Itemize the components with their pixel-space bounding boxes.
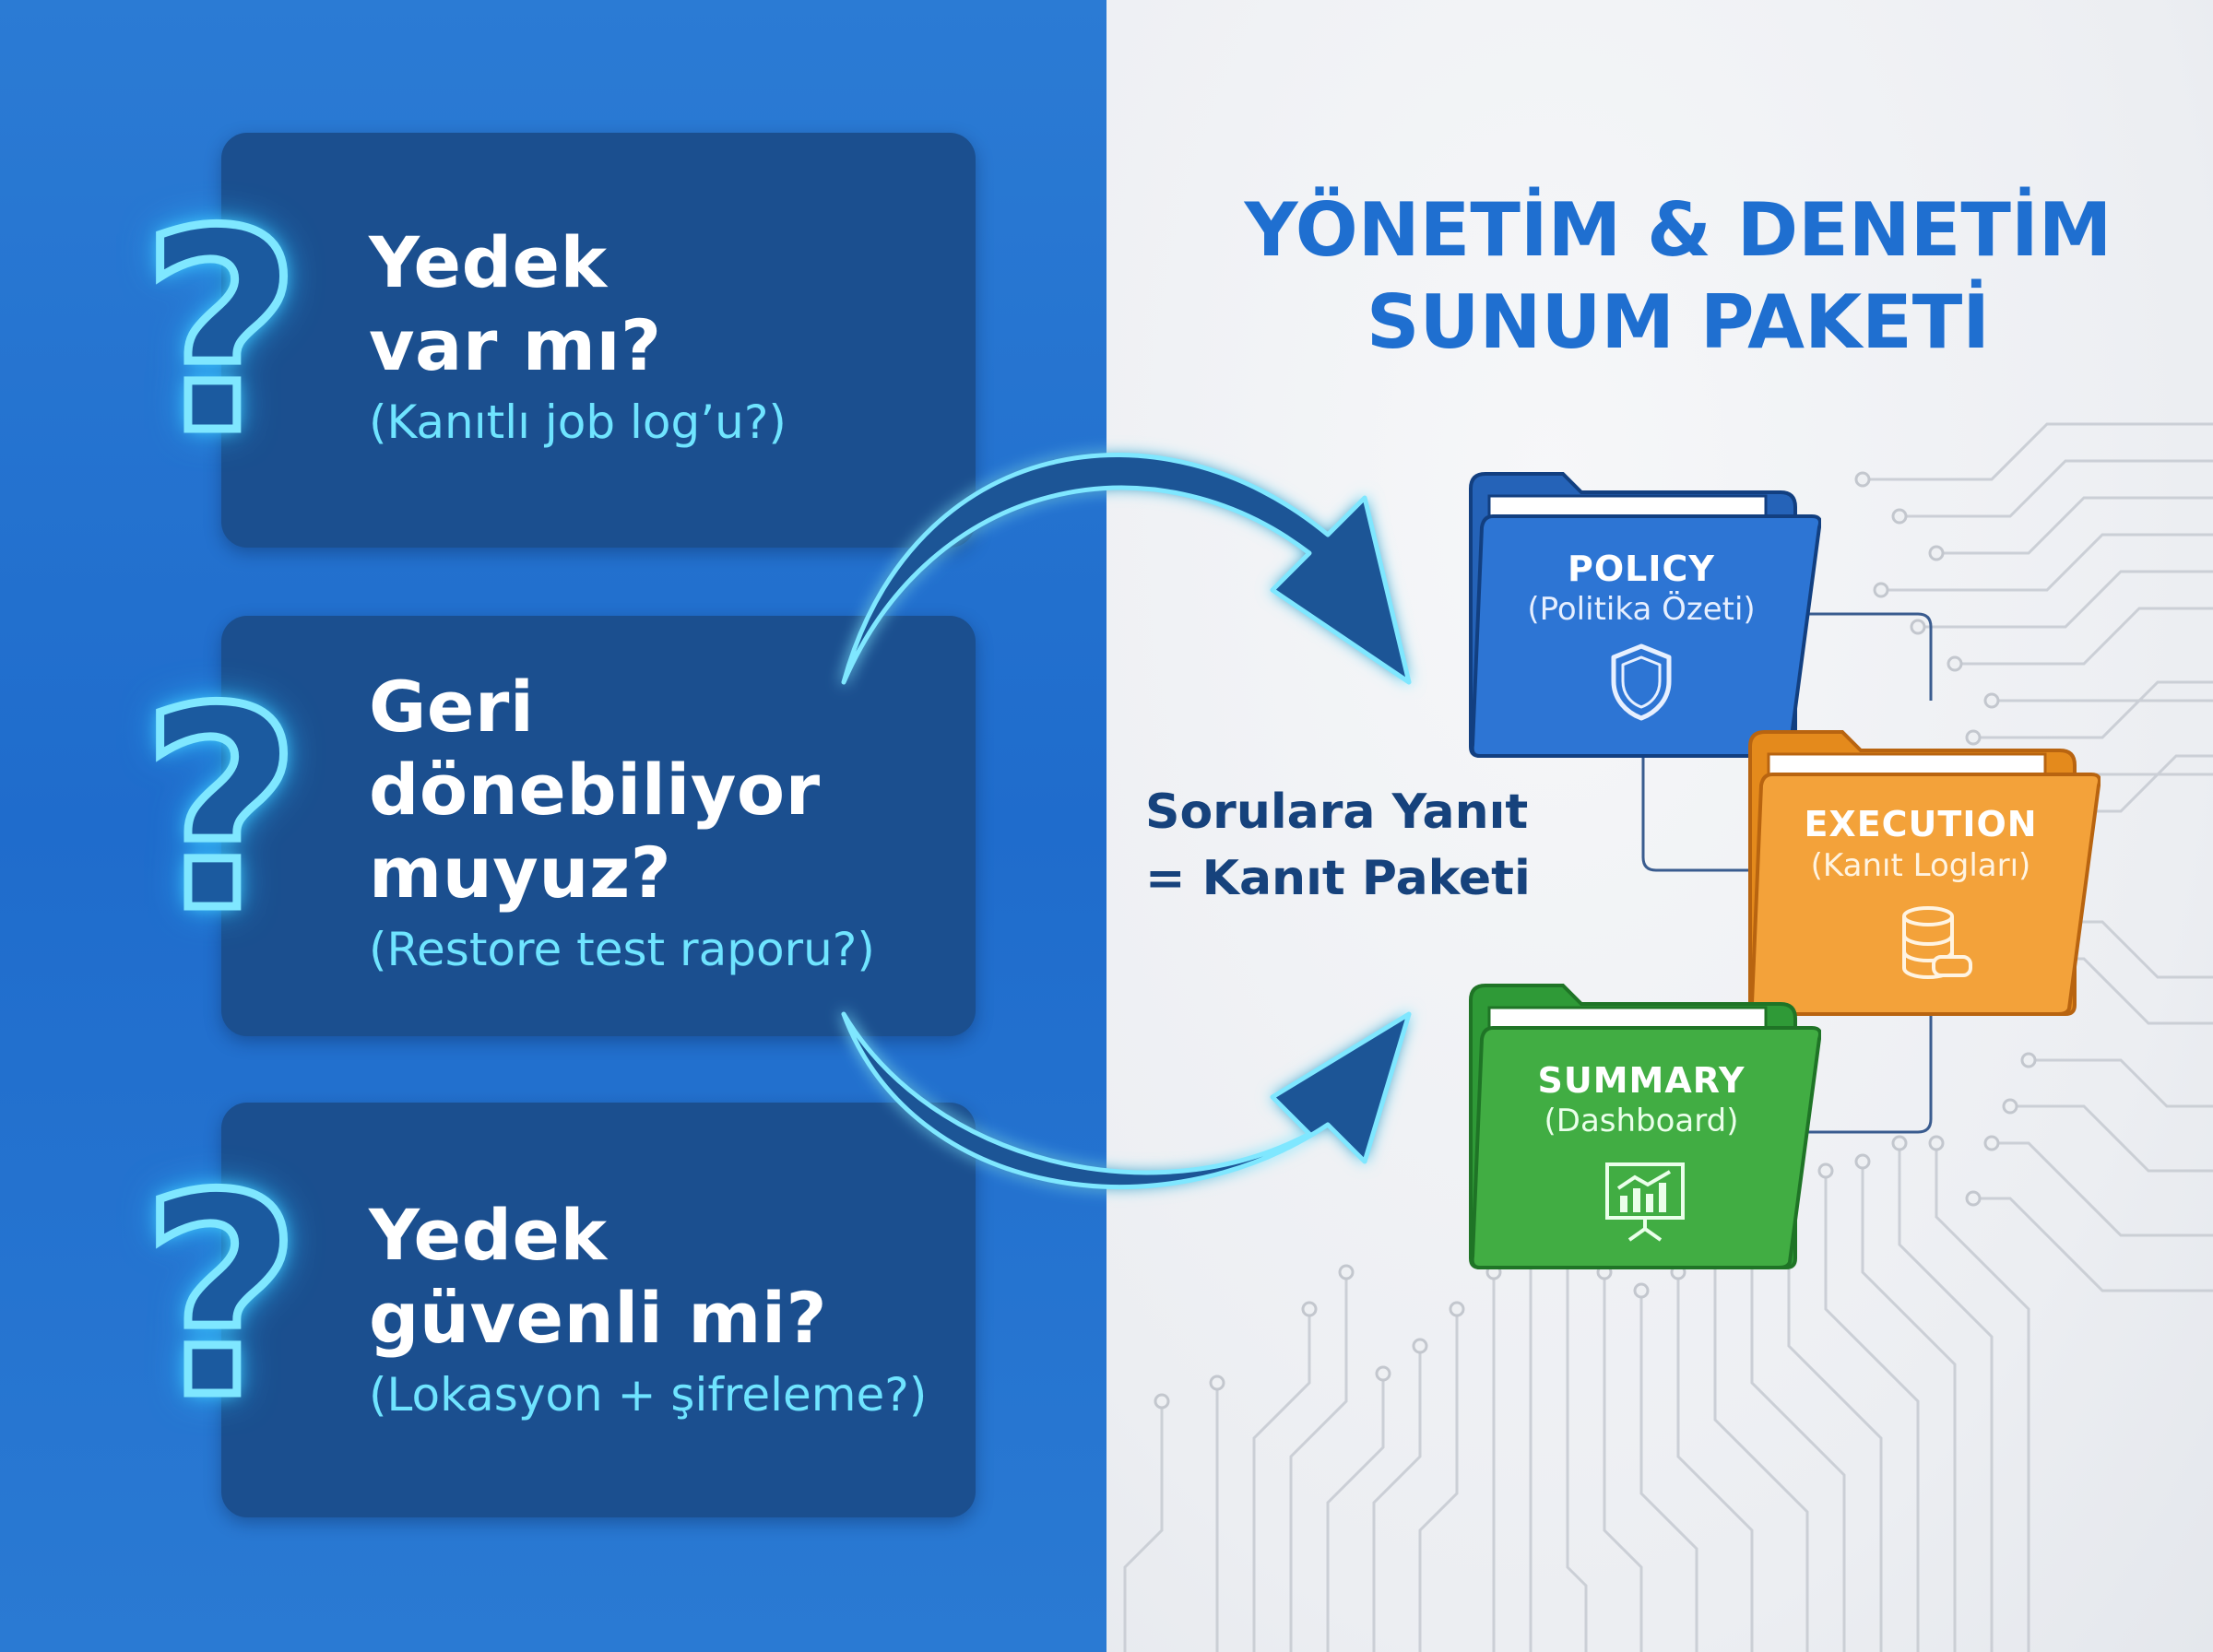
- folder-title: SUMMARY: [1537, 1060, 1746, 1101]
- question-mark-icon: ?: [136, 1137, 305, 1458]
- chart-icon: [1605, 1162, 1685, 1242]
- page-title: YÖNETİM & DENETİM SUNUM PAKETİ: [1244, 187, 2112, 365]
- folder-subtitle: (Dashboard): [1544, 1103, 1739, 1139]
- shield-icon: [1611, 643, 1672, 721]
- question-title: Yedek güvenli mi?: [369, 1194, 828, 1359]
- question-title: Geri dönebiliyor muyuz?: [369, 666, 821, 914]
- folder-execution[interactable]: EXECUTION (Kanıt Logları): [1741, 710, 2101, 1023]
- folder-policy[interactable]: POLICY (Politika Özeti): [1462, 452, 1821, 765]
- question-hint: (Lokasyon + şifreleme?): [369, 1368, 928, 1422]
- folder-subtitle: (Politika Özeti): [1527, 591, 1756, 628]
- folder-title: POLICY: [1568, 549, 1715, 589]
- question-card-restore: [221, 616, 976, 1036]
- database-icon: [1902, 906, 1972, 980]
- folder-subtitle: (Kanıt Logları): [1810, 847, 2031, 884]
- question-mark-icon: ?: [136, 172, 305, 494]
- question-mark-icon: ?: [136, 650, 305, 972]
- question-hint: (Restore test raporu?): [369, 923, 875, 976]
- folder-summary[interactable]: SUMMARY (Dashboard): [1462, 963, 1821, 1277]
- answer-label: Sorulara Yanıt = Kanıt Paketi: [1145, 785, 1531, 906]
- question-hint: (Kanıtlı job log’u?): [369, 395, 787, 449]
- question-title: Yedek var mı?: [369, 221, 662, 386]
- folder-title: EXECUTION: [1804, 804, 2038, 844]
- circuit-pattern: [1123, 422, 2213, 1652]
